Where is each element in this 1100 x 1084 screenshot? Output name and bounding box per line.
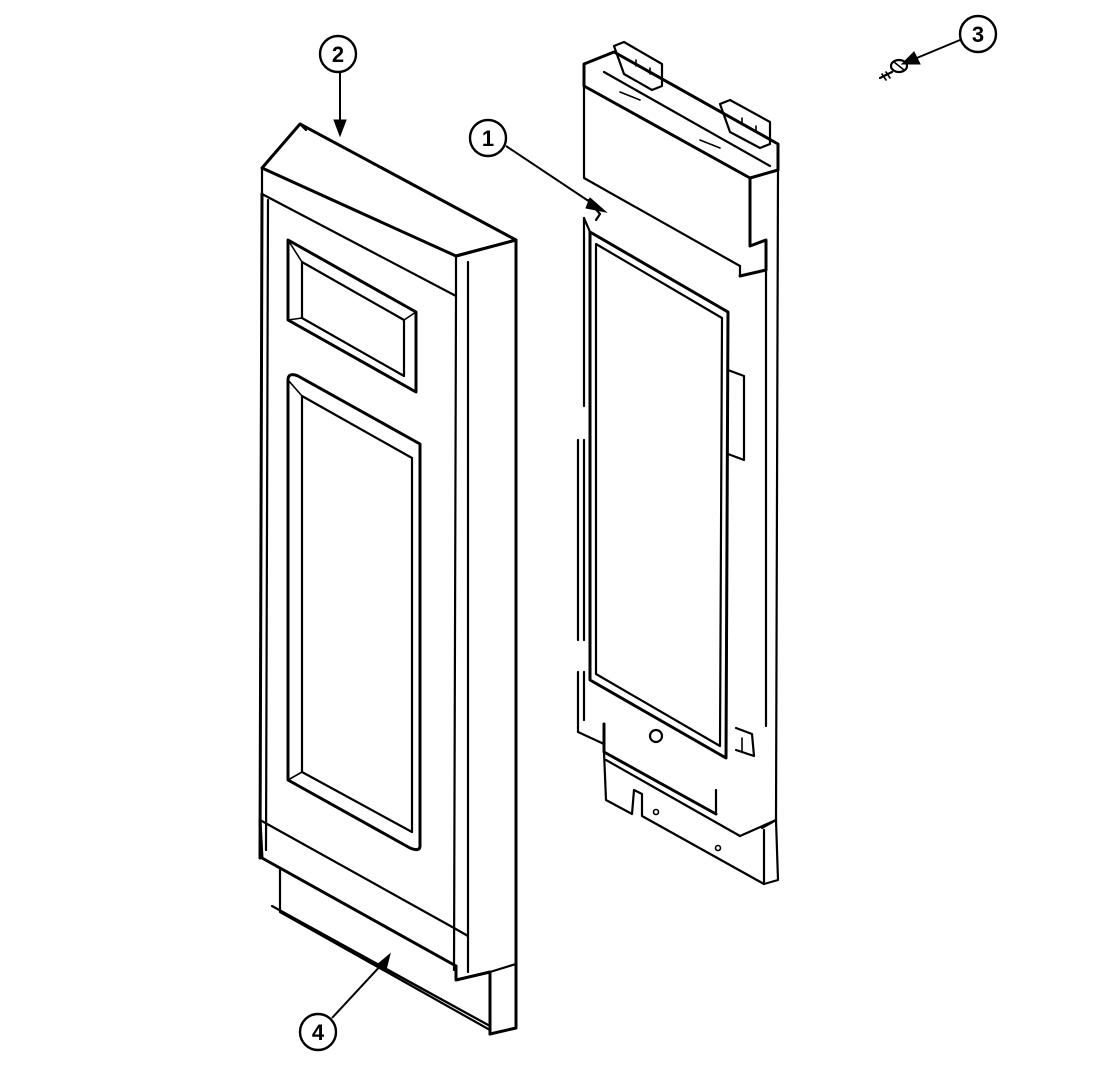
viewing-window xyxy=(286,373,422,852)
callout-2: 2 xyxy=(318,34,358,138)
screw-icon xyxy=(878,58,909,81)
door-front-panel xyxy=(258,122,518,1036)
inner-shield-panel xyxy=(582,216,730,760)
callout-3-label: 3 xyxy=(972,22,984,47)
callout-1: 1 xyxy=(468,118,608,213)
door-bottom-trim xyxy=(258,818,518,1036)
callout-1-label: 1 xyxy=(482,126,494,151)
callout-4-label: 4 xyxy=(312,1020,325,1045)
callout-3: 3 xyxy=(900,14,998,65)
bottom-bracket xyxy=(602,722,780,886)
display-window xyxy=(286,238,418,394)
inner-door-frame xyxy=(576,40,780,886)
callout-4: 4 xyxy=(298,952,391,1052)
callout-2-label: 2 xyxy=(332,42,344,67)
